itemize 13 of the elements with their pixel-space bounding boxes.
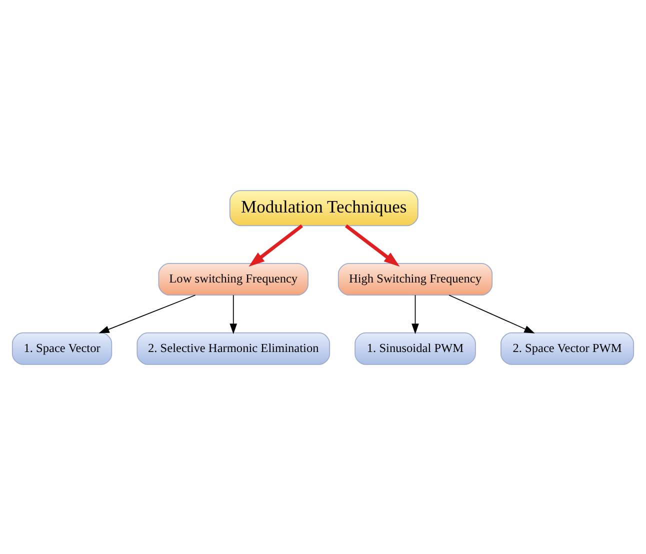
node-box: 2. Selective Harmonic Elimination xyxy=(136,332,330,364)
node-box: High Switching Frequency xyxy=(338,262,493,296)
arrow xyxy=(230,294,238,334)
arrow xyxy=(344,224,400,266)
node-box: Modulation Techniques xyxy=(229,190,418,226)
node-box: 1. Sinusoidal PWM xyxy=(354,332,476,364)
arrow xyxy=(448,294,535,333)
arrow xyxy=(248,224,304,266)
node-box: 1. Space Vector xyxy=(12,332,112,364)
node-box: 2. Space Vector PWM xyxy=(500,332,634,364)
arrow xyxy=(412,294,419,334)
arrow xyxy=(98,294,196,333)
node-box: Low switching Frequency xyxy=(158,262,308,296)
